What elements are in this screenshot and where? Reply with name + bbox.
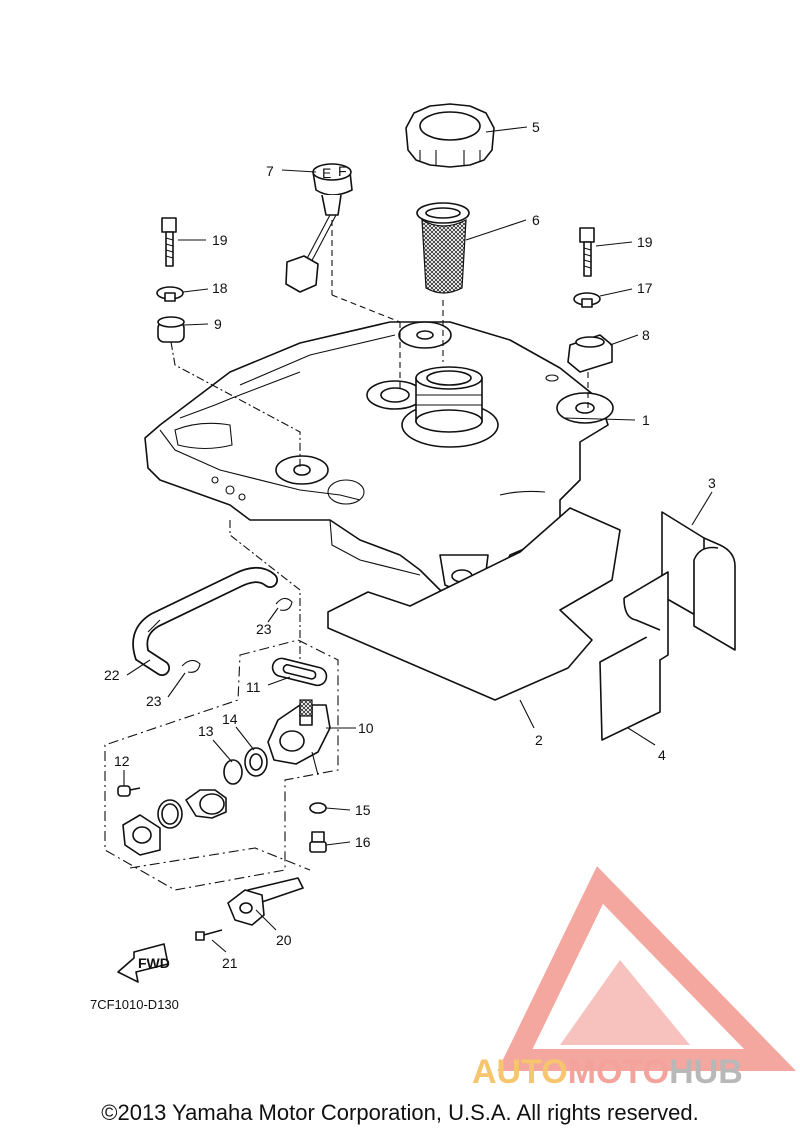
callout-3: 3 — [708, 475, 716, 491]
petcock-body — [267, 699, 331, 776]
fuel-cap — [405, 103, 495, 168]
watermark-part-auto: AUTO — [472, 1053, 568, 1091]
lever — [195, 877, 304, 941]
watermark-logo — [497, 866, 797, 1071]
lever-seals — [223, 747, 268, 785]
callout-23-lower: 23 — [146, 693, 162, 709]
drawing-code: 7CF1010-D130 — [90, 997, 179, 1012]
callout-23-upper: 23 — [256, 621, 272, 637]
petcock-gasket — [271, 657, 328, 687]
lever-shaft — [157, 789, 227, 829]
pad-4 — [599, 571, 669, 741]
watermark-part-moto: MOTO — [567, 1053, 670, 1091]
callout-18: 18 — [212, 280, 228, 296]
callout-19-left: 19 — [212, 232, 228, 248]
callout-20: 20 — [276, 932, 292, 948]
fwd-arrow: FWD — [117, 943, 170, 983]
callout-10: 10 — [358, 720, 374, 736]
callout-2: 2 — [535, 732, 543, 748]
callout-22: 22 — [104, 667, 120, 683]
gauge-empty-mark: E — [322, 165, 331, 181]
right-mount-hardware — [567, 227, 613, 408]
callout-9: 9 — [214, 316, 222, 332]
callout-6: 6 — [532, 212, 540, 228]
callout-11: 11 — [246, 679, 261, 695]
fwd-label: FWD — [138, 955, 170, 971]
callout-19-right: 19 — [637, 234, 653, 250]
callout-7: 7 — [266, 163, 274, 179]
fuel-strainer — [416, 202, 470, 362]
tank-pad — [327, 507, 621, 701]
callout-14: 14 — [222, 711, 238, 727]
fuel-tank — [144, 321, 614, 598]
watermark-part-hub: HUB — [669, 1053, 743, 1091]
gauge-full-mark: F — [338, 163, 347, 179]
callouts: 1 2 3 4 5 6 7 8 9 10 11 12 13 14 15 16 1 — [104, 119, 716, 971]
callout-16: 16 — [355, 834, 371, 850]
left-mount-hardware — [156, 217, 301, 468]
petcock-outline — [104, 639, 339, 891]
callout-5: 5 — [532, 119, 540, 135]
copyright-notice: ©2013 Yamaha Motor Corporation, U.S.A. A… — [101, 1100, 699, 1125]
hose-clips — [181, 597, 293, 673]
callout-17: 17 — [637, 280, 653, 296]
fuel-hose — [132, 567, 278, 676]
callout-4: 4 — [658, 747, 666, 763]
callout-1: 1 — [642, 412, 650, 428]
pad-3 — [661, 511, 736, 651]
watermark-text: AUTOMOTOHUB — [472, 1053, 743, 1092]
callout-12: 12 — [114, 753, 130, 769]
callout-13: 13 — [198, 723, 214, 739]
callout-8: 8 — [642, 327, 650, 343]
drain-hardware — [309, 802, 327, 853]
callout-21: 21 — [222, 955, 238, 971]
lever-plate — [117, 785, 161, 856]
callout-15: 15 — [355, 802, 371, 818]
